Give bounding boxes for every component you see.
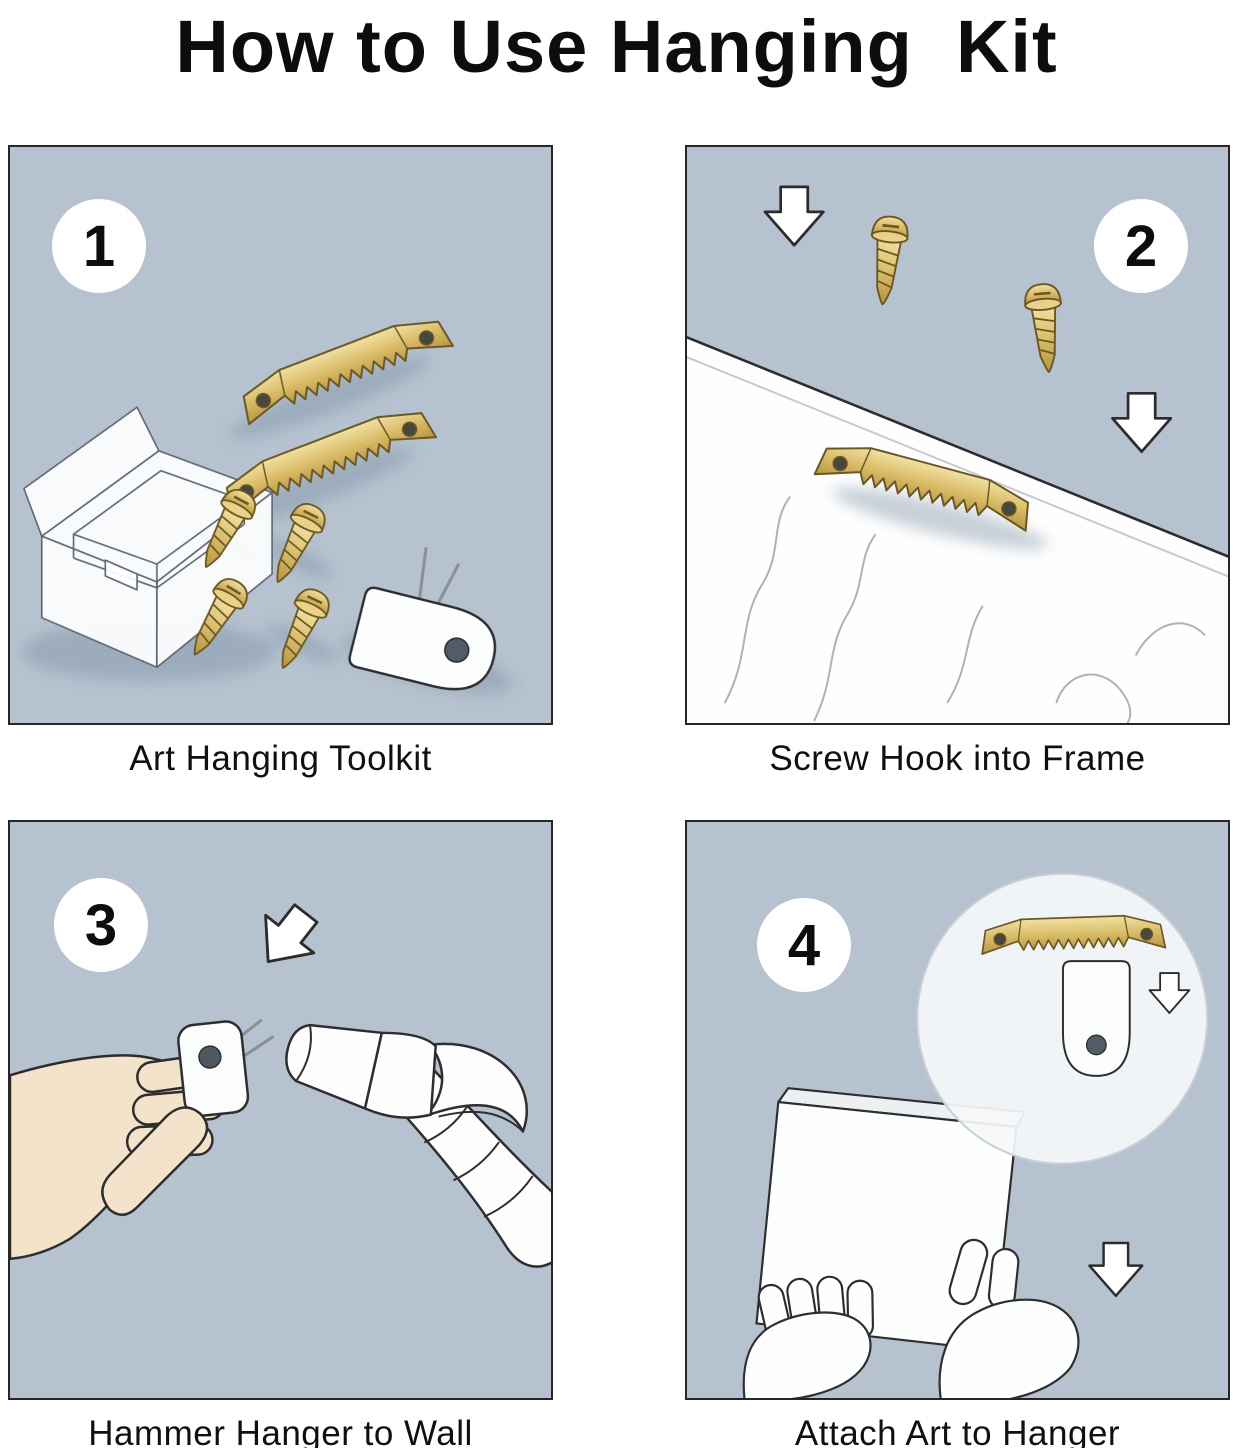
panel-caption: Hammer Hanger to Wall [88, 1414, 473, 1448]
step-2-panel: 2 [685, 145, 1230, 725]
panel-caption: Art Hanging Toolkit [129, 739, 432, 778]
thumb [101, 1106, 209, 1216]
hook-plate [1062, 960, 1131, 1077]
hang-illustration [742, 872, 1209, 1398]
right-hand [938, 1238, 1080, 1398]
frame-illustration [687, 185, 1228, 723]
down-arrow-icon [763, 185, 825, 247]
hook-plate [346, 547, 505, 700]
down-arrow-icon [242, 893, 332, 982]
frame-edge-line [687, 356, 1228, 578]
step-1-figure: 1 Art Hanging Toolkit [8, 145, 553, 779]
step-4-figure: 4 Attach Art to Hanger [685, 820, 1230, 1448]
down-arrow-icon [1111, 391, 1173, 454]
step-number: 1 [82, 213, 116, 279]
panel-caption: Screw Hook into Frame [769, 739, 1146, 778]
panel-caption: Attach Art to Hanger [794, 1414, 1121, 1448]
hammer [285, 1023, 551, 1268]
screw-icon [1022, 281, 1069, 375]
step-number: 2 [1124, 213, 1158, 279]
wall-hanger [177, 1018, 275, 1118]
storage-box [23, 406, 273, 669]
step-number-badge: 4 [757, 898, 851, 992]
step-number: 4 [787, 912, 821, 978]
down-arrow-icon [1088, 1241, 1144, 1298]
hanger-shadow [832, 487, 1049, 550]
step-1-panel: 1 [8, 145, 553, 725]
step-3-panel: 3 [8, 820, 553, 1400]
step-number-badge: 1 [52, 199, 146, 293]
toolkit-illustration [21, 307, 512, 700]
screw-icon [863, 213, 911, 308]
step-4-panel: 4 [685, 820, 1230, 1400]
step-number-badge: 2 [1094, 199, 1188, 293]
left-hand [742, 1275, 875, 1398]
page-title: How to Use Hanging Kit [175, 5, 1058, 88]
step-number: 3 [84, 892, 118, 958]
hammer-illustration [10, 893, 551, 1268]
step-3-figure: 3 Hammer Hanger to Wall [8, 820, 553, 1448]
step-number-badge: 3 [54, 878, 148, 972]
step-2-figure: 2 Screw Hook into Frame [685, 145, 1230, 779]
wood-grain [723, 495, 1206, 723]
